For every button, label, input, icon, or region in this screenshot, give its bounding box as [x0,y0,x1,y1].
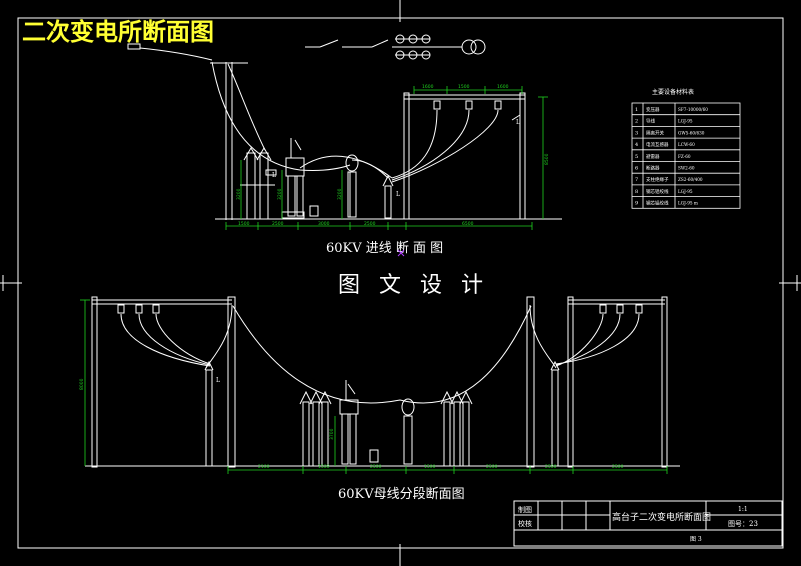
equipment-row-name: 导线 [646,118,655,125]
top-dim-7: 1600 [497,84,509,90]
equipment-row-spec: SW2-60 [678,166,695,171]
top-vdim-3: 8500 [544,153,550,165]
equipment-row-no: 2 [635,119,638,125]
bottom-vdim-1: 3700 [329,428,335,440]
top-section-drawing: 1500 2500 3000 2500 6500 1600 1500 1600 … [127,34,562,230]
title-block-sheet: 图 3 [690,536,702,543]
cursor-cross-icon [397,249,405,257]
center-watermark: 图 文 设 计 [338,273,489,298]
title-block-design: 制图 [518,505,532,514]
equipment-row-spec: LGJ-95 [678,189,693,194]
top-section-caption: 60KV 进线 断 面 图 [326,241,443,256]
bottom-dim-1: 1500 [318,464,330,470]
equipment-row-spec: LGJ-95 m [678,201,698,206]
top-dim-3: 2500 [364,221,376,227]
equipment-row-spec: GW5-60/630 [678,130,705,135]
bottom-section-drawing: 2100 1500 2500 1500 2500 2500 2500 8000 … [79,296,680,474]
top-dim-5: 1600 [422,84,434,90]
equipment-row-spec: SF7-10000/60 [678,107,708,112]
equipment-row-no: 3 [635,130,638,136]
bottom-dim-5: 2500 [545,464,557,470]
equipment-row-no: 4 [635,142,638,148]
equipment-row-no: 5 [635,154,638,160]
wire-label-1: L [396,191,400,198]
equipment-row-spec: FZ-60 [678,154,691,159]
top-dim-4: 6500 [462,221,474,227]
bottom-dim-4: 2500 [486,464,498,470]
equipment-row-spec: ZS2-60/400 [678,177,703,182]
title-block-check: 校核 [518,519,532,528]
drawing-title: 二次变电所断面图 [22,17,214,46]
wire-label-3: L [216,377,220,384]
bottom-dim-2: 2500 [370,464,382,470]
bottom-dim-0: 2100 [258,464,270,470]
top-vdim-2: 3200 [337,188,343,200]
title-block-drawing-name: 高台子二次变电所断面图 [612,511,711,523]
equipment-row-name: 断路器 [646,165,660,172]
equipment-row-no: 6 [635,166,638,172]
top-dim-0: 1500 [238,221,250,227]
equipment-row-spec: LGJ-95 [678,119,693,124]
equipment-row-name: 钢芯铝绞线 [646,200,669,207]
bottom-vdim-0: 8000 [79,378,85,390]
top-vdim-1: 3200 [277,188,283,200]
equipment-row-no: 1 [635,107,638,113]
title-block-number: 图号：23 [728,520,758,528]
top-dim-2: 3000 [318,221,330,227]
wire-label-2: L [516,119,520,126]
bottom-dim-6: 2500 [612,464,624,470]
single-line-schematic [305,34,486,60]
top-vdim-0: 3200 [236,188,242,200]
equipment-row-name: 隔离开关 [646,129,664,136]
equipment-row-name: 钢芯铝绞线 [646,188,669,195]
equipment-table: 主要设备材料表 1 变压器 SF7-10000/60 2 导线 LGJ-95 3 隔离开关 GW… [631,88,741,209]
equipment-table-title: 主要设备材料表 [652,88,694,96]
equipment-row-name: 变压器 [646,106,660,113]
equipment-row-no: 9 [635,201,638,207]
equipment-row-no: 7 [635,177,638,183]
top-dim-6: 1500 [458,84,470,90]
title-block: 制图 校核 高台子二次变电所断面图 1:1 图号：23 图 3 [513,500,783,547]
equipment-row-name: 避雷器 [646,153,660,160]
equipment-row-name: 支柱绝缘子 [646,176,669,183]
title-block-scale: 1:1 [738,506,748,513]
equipment-row-spec: LCW-60 [678,142,695,147]
bottom-dim-3: 1500 [424,464,436,470]
equipment-row-no: 8 [635,189,638,195]
wire-label-0: L [272,172,276,179]
bottom-section-caption: 60KV母线分段断面图 [338,487,465,502]
top-dim-1: 2500 [272,221,284,227]
equipment-row-name: 电流互感器 [646,141,669,148]
equipment-table-frame [631,102,741,209]
